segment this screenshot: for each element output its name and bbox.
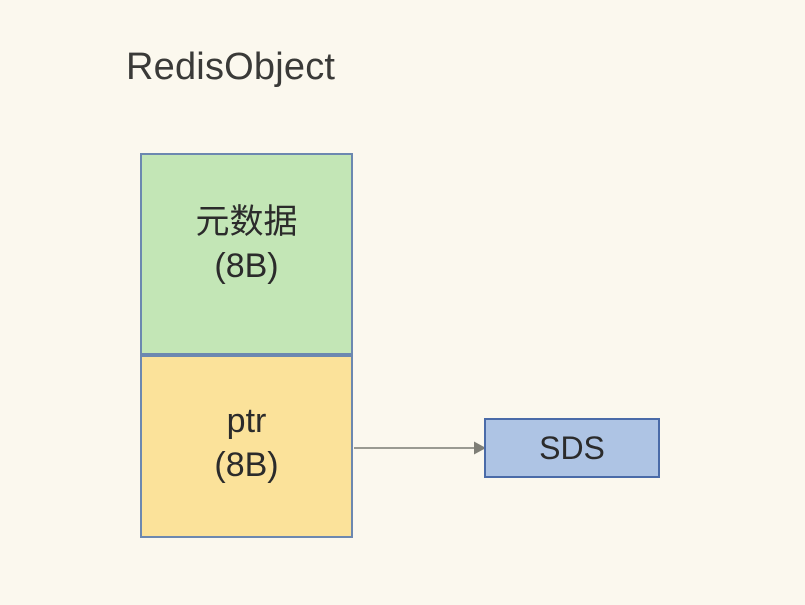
redis-object-struct: 元数据 (8B) ptr (8B) xyxy=(140,153,353,538)
struct-field-ptr: ptr (8B) xyxy=(140,355,353,538)
sds-label: SDS xyxy=(539,429,605,466)
page-title: RedisObject xyxy=(126,46,336,88)
ptr-label: ptr xyxy=(226,401,267,440)
sds-box: SDS xyxy=(484,418,660,478)
ptr-to-sds-arrow xyxy=(354,441,486,455)
metadata-label: 元数据 xyxy=(195,203,298,242)
ptr-size: (8B) xyxy=(214,445,279,484)
struct-field-metadata: 元数据 (8B) xyxy=(140,153,353,355)
arrow-head-icon xyxy=(474,441,486,455)
metadata-size: (8B) xyxy=(214,247,279,285)
